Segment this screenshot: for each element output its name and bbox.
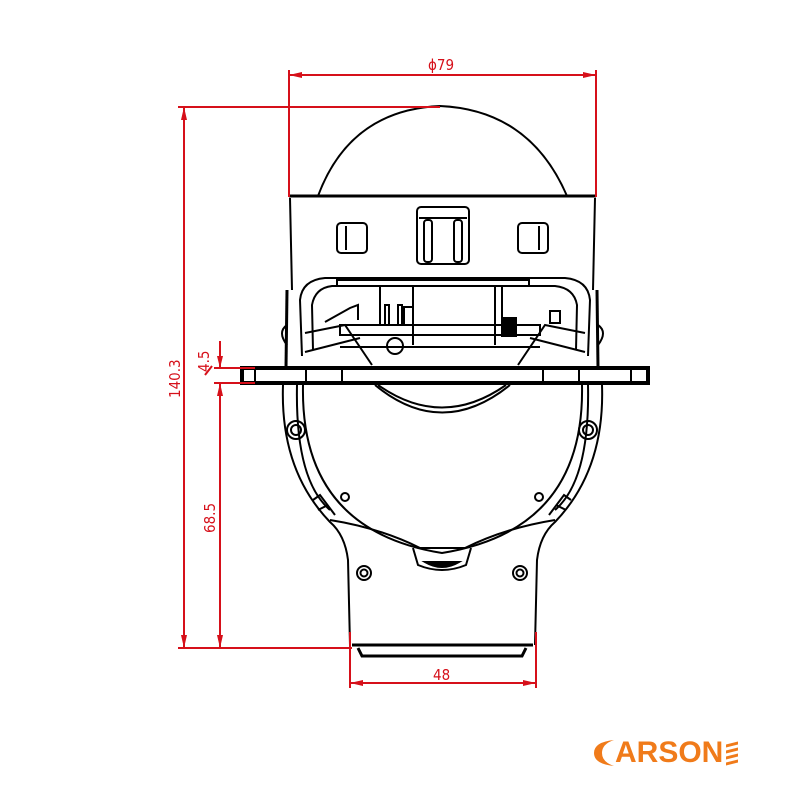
carson-logo: ARSON bbox=[594, 733, 739, 773]
dimension-total-height: 140.3 bbox=[166, 359, 184, 398]
dimension-flange-thickness: 4.5 bbox=[195, 351, 213, 372]
dimension-lens-diameter: ϕ79 bbox=[428, 56, 454, 74]
dimension-bottom-width: 48 bbox=[433, 666, 450, 684]
dimension-flange-to-bottom: 68.5 bbox=[201, 503, 219, 533]
part-outline bbox=[240, 104, 650, 658]
dimension-lines bbox=[178, 70, 597, 688]
logo-crescent-c-icon bbox=[594, 740, 614, 766]
logo-light-beam-icon bbox=[726, 741, 739, 765]
logo-wordmark: ARSON bbox=[615, 736, 724, 769]
